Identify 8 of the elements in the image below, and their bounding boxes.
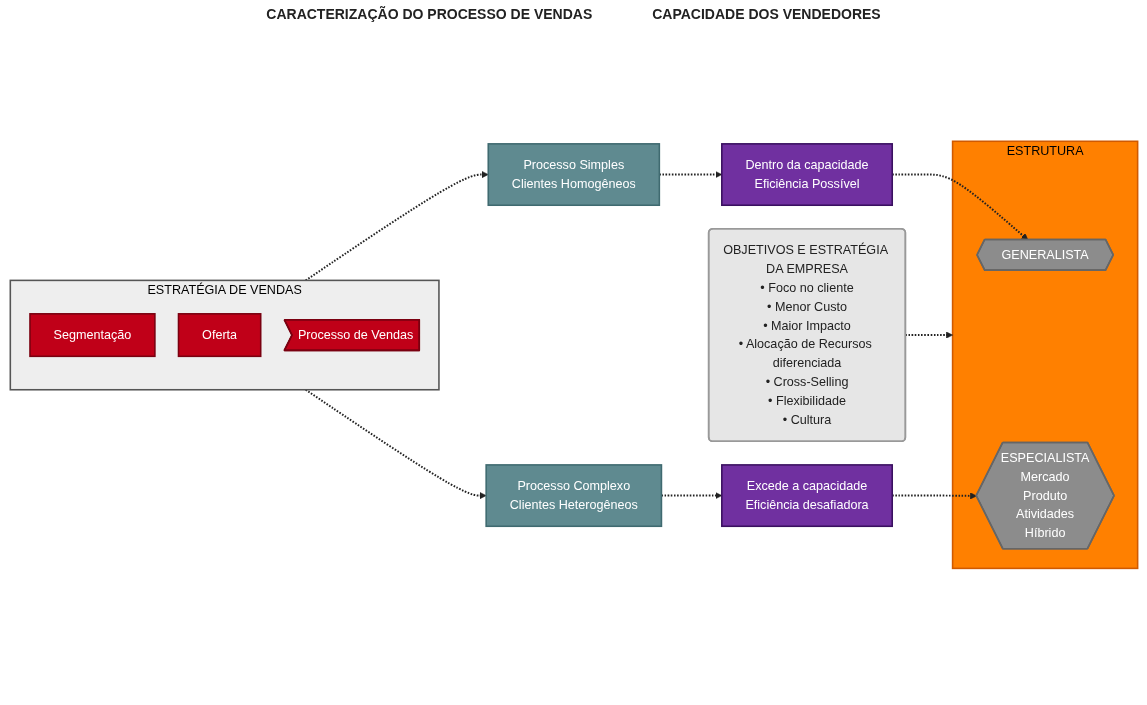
column-heading: CARACTERIZAÇÃO DO PROCESSO DE VENDAS <box>266 6 593 22</box>
node-box: Segmentação <box>28 312 156 357</box>
node-box: Dentro da capacidade Eficiência Possível <box>720 142 893 206</box>
node-box: Excede a capacidade Eficiência desafiadora <box>720 463 893 527</box>
node-box: Oferta <box>177 312 261 357</box>
node-box: Processo Complexo Clientes Heterogêneos <box>484 463 662 527</box>
node-box: Processo Simples Clientes Homogêneos <box>487 142 660 206</box>
column-heading: CAPACIDADE DOS VENDEDORES <box>652 6 881 22</box>
